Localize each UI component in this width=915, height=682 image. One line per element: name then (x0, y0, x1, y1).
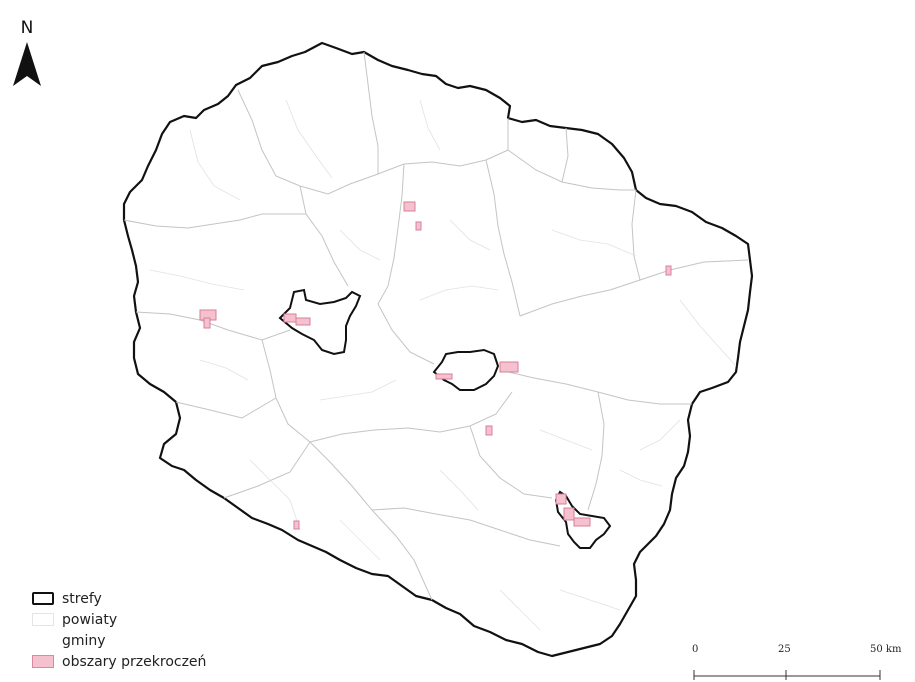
zone-torun (432, 348, 500, 391)
exceedance-area (403, 201, 416, 212)
exceedance-area (563, 507, 575, 521)
legend-label: obszary przekroczeń (62, 653, 207, 670)
legend: strefy powiaty gminy obszary przekroczeń (32, 588, 272, 672)
scale-bar-line (693, 670, 881, 680)
exceedance-areas (199, 201, 672, 530)
scale-label-0: 0 (692, 644, 699, 655)
north-arrow-icon (13, 42, 41, 86)
legend-item-powiaty: powiaty (32, 609, 272, 630)
exceedance-area (499, 361, 519, 373)
legend-item-strefy: strefy (32, 588, 272, 609)
legend-label: gminy (62, 632, 106, 649)
north-label: N (20, 18, 34, 38)
exceedance-area (435, 373, 453, 380)
region-outline (122, 41, 754, 658)
exceedance-area (485, 425, 493, 436)
scale-bar: 0 25 50 km (676, 644, 906, 682)
legend-label: powiaty (62, 611, 118, 628)
legend-swatch-strefy (32, 592, 54, 605)
legend-label: strefy (62, 590, 102, 607)
exceedance-area (293, 520, 300, 530)
exceedance-area (573, 517, 591, 527)
gmina-boundaries (149, 99, 737, 631)
legend-swatch-obszary (32, 655, 54, 668)
legend-swatch-powiaty (32, 613, 54, 626)
scale-label-50: 50 km (870, 644, 902, 655)
legend-item-gminy: gminy (32, 630, 272, 651)
powiat-boundaries (123, 51, 749, 601)
exceedance-area (555, 493, 567, 505)
exceedance-area (665, 265, 672, 276)
exceedance-area (415, 221, 422, 231)
north-arrow: N (10, 18, 44, 90)
exceedance-area (295, 317, 311, 326)
exceedance-area (203, 317, 211, 329)
scale-label-25: 25 (778, 644, 791, 655)
exceedance-area (283, 313, 297, 323)
zone-bydgoszcz (278, 288, 362, 356)
legend-item-obszary: obszary przekroczeń (32, 651, 272, 672)
legend-swatch-gminy (32, 634, 54, 647)
